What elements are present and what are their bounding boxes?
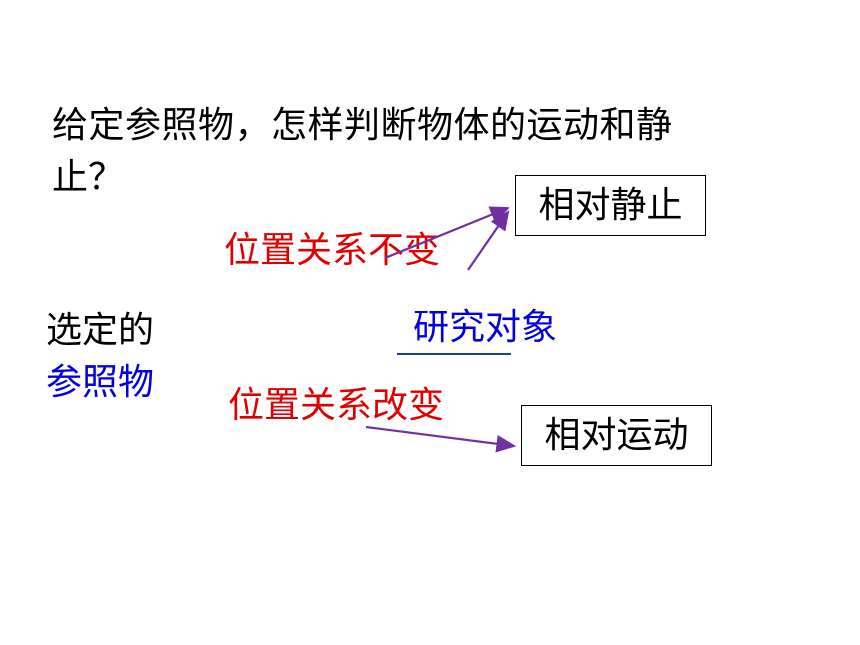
- arrow-to-relative-motion: [365, 425, 517, 453]
- selected-label: 选定的: [46, 310, 155, 351]
- arrow-to-relative-rest-top: [384, 206, 511, 260]
- relative-motion-label: 相对运动: [544, 414, 689, 456]
- arrow-to-relative-rest-bottom: [467, 210, 510, 271]
- research-object-underline: [397, 353, 511, 355]
- relative-rest-label: 相对静止: [538, 184, 683, 226]
- reference-object-label: 参照物: [46, 362, 155, 403]
- question-line-2: 止？: [52, 157, 125, 198]
- question-line-1: 给定参照物，怎样判断物体的运动和静: [52, 105, 673, 146]
- relative-motion-box: 相对运动: [521, 405, 712, 466]
- relation-changed-label: 位置关系改变: [228, 385, 445, 426]
- relative-rest-box: 相对静止: [515, 175, 706, 236]
- research-object-label: 研究对象: [413, 307, 558, 348]
